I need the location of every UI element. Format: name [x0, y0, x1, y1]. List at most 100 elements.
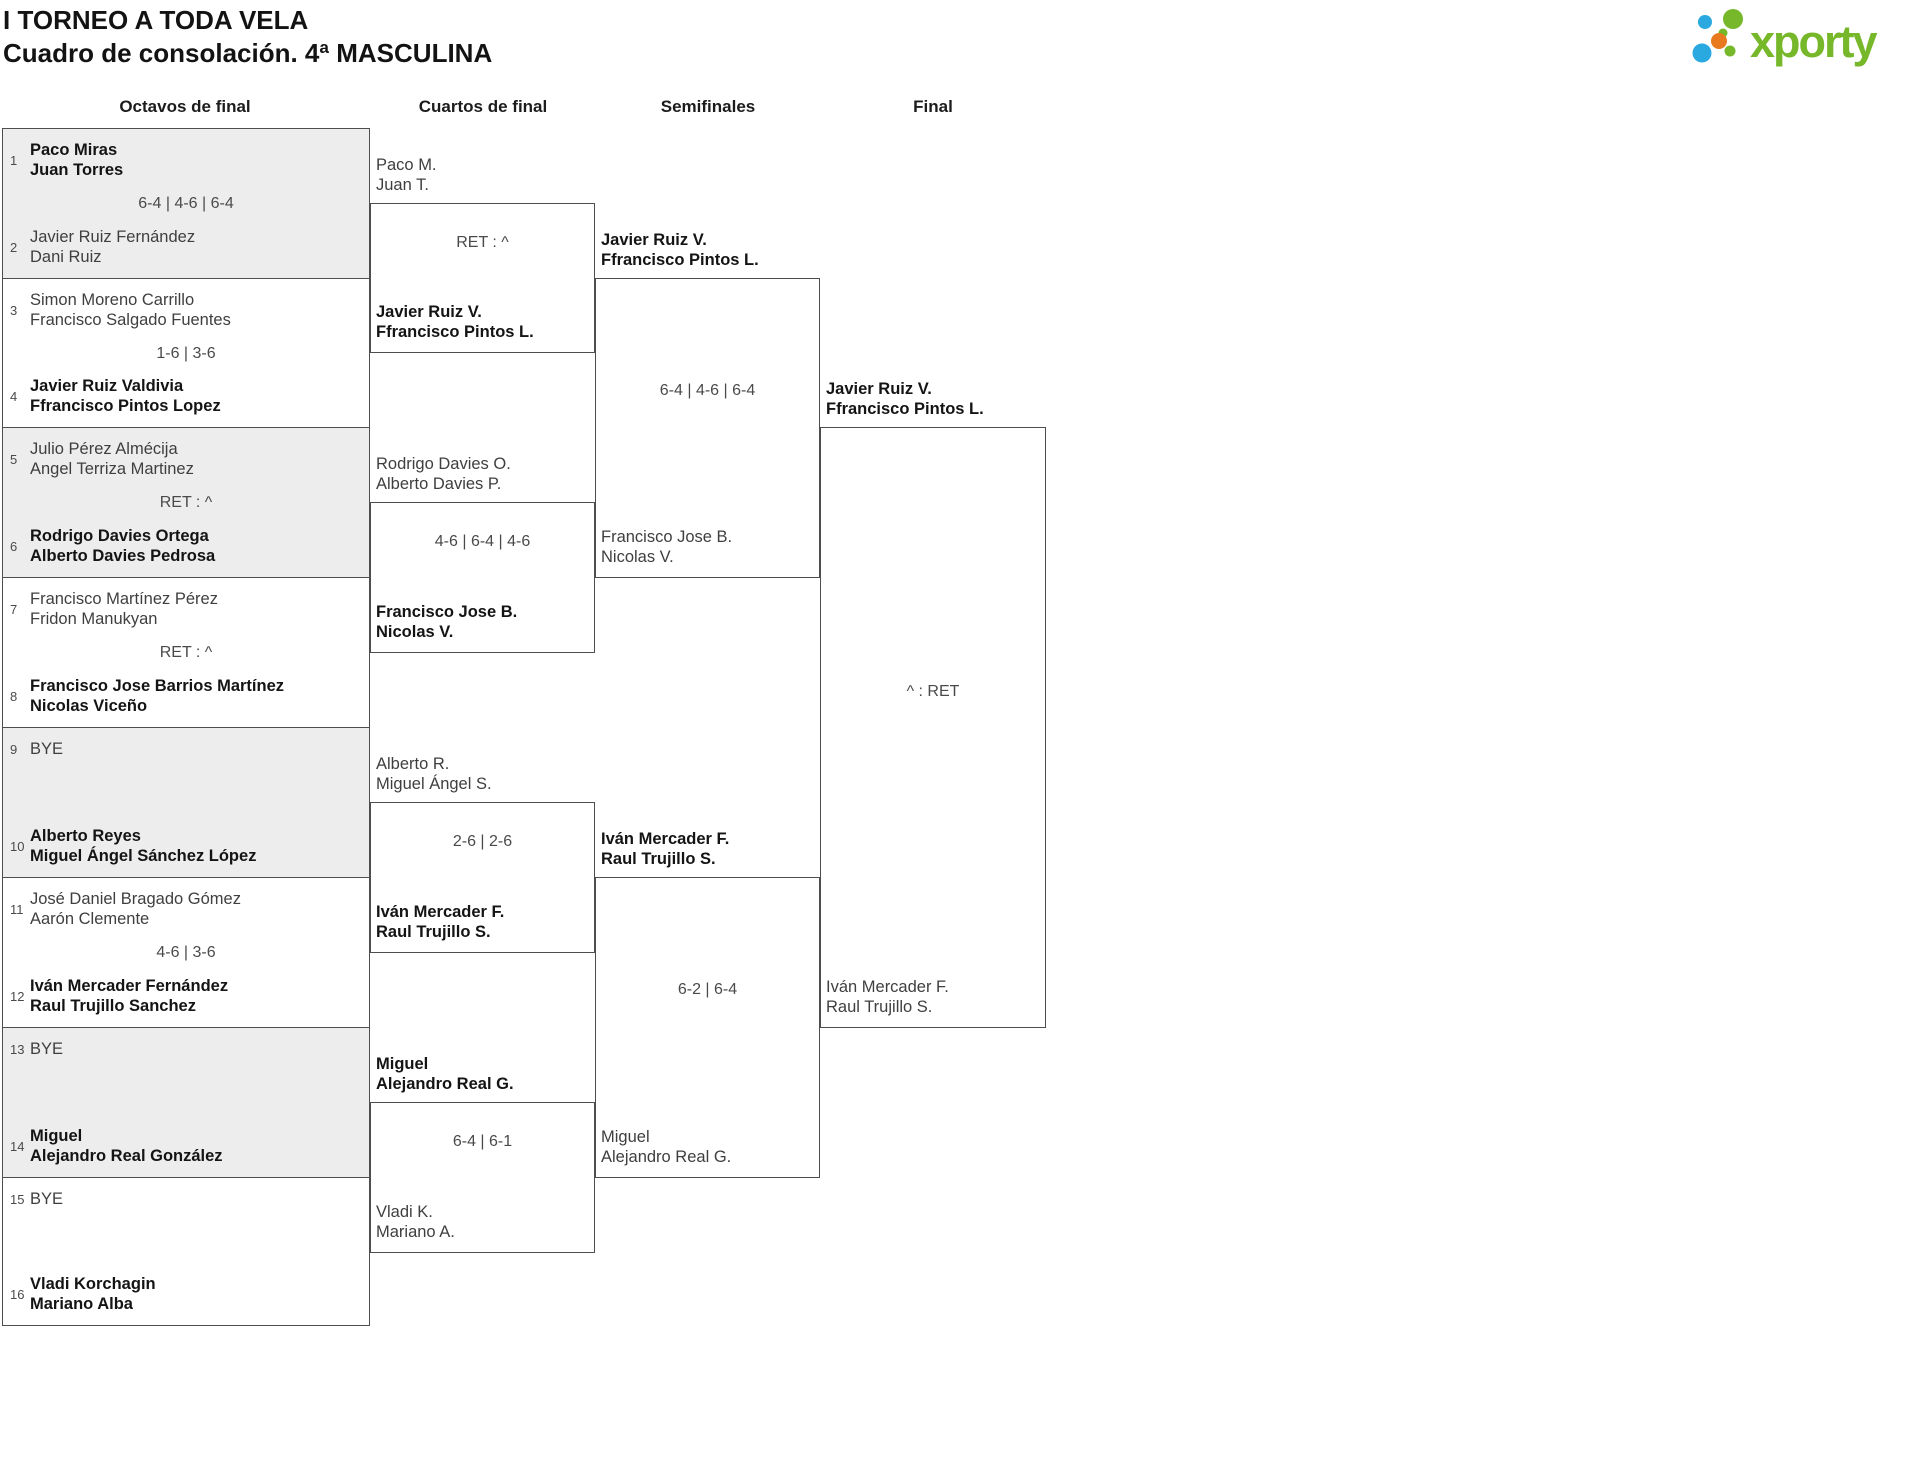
team-names: Iván Mercader F. Raul Trujillo S. [826, 977, 949, 1017]
team-name: Iván Mercader F. [826, 978, 949, 996]
team-name: Vladi K. [376, 1203, 433, 1221]
seed-number: 5 [10, 451, 18, 467]
team-name: Raul Trujillo S. [826, 998, 933, 1016]
team-names: Alberto R.Miguel Ángel S. [376, 754, 492, 794]
logo-wordmark: xporty [1750, 16, 1878, 67]
team-name: Alberto R. [376, 755, 450, 773]
team-entry-top: Javier Ruiz V.Ffrancisco Pintos L. [826, 379, 984, 419]
match-cuartos-3 [370, 802, 595, 953]
logo-dot [1692, 43, 1712, 63]
team-name: Ffrancisco Pintos L. [826, 400, 984, 418]
team-entry-top: Javier Ruiz V.Ffrancisco Pintos L. [601, 230, 759, 270]
team-name: BYE [30, 1040, 64, 1058]
match-score: RET : ^ [159, 644, 213, 661]
logo-dot [1711, 33, 1727, 49]
team-names: Paco M. Juan T. [376, 155, 437, 195]
team-name: Julio Pérez Almécija [30, 440, 178, 458]
seed-number: 3 [10, 302, 18, 318]
match-semifinales-2 [595, 877, 820, 1178]
match-score: RET : ^ [159, 494, 213, 511]
team-names: Francisco Jose B.Nicolas V. [376, 602, 517, 642]
team-name: Javier Ruiz Fernández [30, 228, 196, 246]
seed-number: 12 [10, 988, 25, 1004]
seed-number: 7 [10, 601, 18, 617]
match-score: 6-4 | 4-6 | 6-4 [138, 195, 234, 212]
seed-number: 16 [10, 1286, 25, 1302]
team-name: Francisco Jose Barrios Martínez [30, 677, 285, 695]
team-name: Juan T. [376, 176, 429, 194]
round-header-0: Octavos de final [119, 97, 251, 116]
team-name: Nicolas V. [601, 548, 674, 566]
seed-number: 10 [10, 838, 25, 854]
match-score: 1-6 | 3-6 [156, 345, 216, 362]
team-names: Iván Mercader F.Raul Trujillo S. [601, 829, 729, 869]
team-name: Paco M. [376, 156, 437, 174]
team-name: Juan Torres [30, 161, 124, 179]
team-entry-bottom: Vladi K.Mariano A. [376, 1202, 455, 1242]
team-entry-bottom: Javier Ruiz V.Ffrancisco Pintos L. [376, 302, 534, 342]
team-name: Alejandro Real González [30, 1147, 223, 1165]
team-name: Fridon Manukyan [30, 610, 158, 628]
team-name: Rodrigo Davies O. [376, 455, 511, 473]
seed-number: 13 [10, 1041, 25, 1057]
seed-number: 15 [10, 1191, 25, 1207]
match-score: 6-4 | 4-6 | 6-4 [659, 382, 756, 399]
seed-number: 11 [10, 901, 24, 917]
team-name: Ffrancisco Pintos Lopez [30, 397, 221, 415]
team-names: Vladi K.Mariano A. [376, 1202, 455, 1242]
team-entry-bottom: Francisco Jose B.Nicolas V. [601, 527, 732, 567]
seed-number: 9 [10, 741, 18, 757]
round-header-2: Semifinales [660, 97, 756, 116]
team-entry-bottom: Iván Mercader F.Raul Trujillo S. [376, 902, 504, 942]
match-score: 6-2 | 6-4 [677, 981, 738, 998]
seed-number: 1 [10, 152, 18, 168]
team-entry-bottom: Francisco Jose B.Nicolas V. [376, 602, 517, 642]
seed-number: 2 [10, 239, 18, 255]
team-name: Rodrigo Davies Ortega [30, 527, 209, 545]
round-header-1: Cuartos de final [418, 97, 548, 116]
draw-subtitle: Cuadro de consolación. 4ª MASCULINA [3, 38, 493, 68]
team-entry-top: Iván Mercader F.Raul Trujillo S. [601, 829, 729, 869]
page-title: I TORNEO A TODA VELA Cuadro de consolaci… [3, 4, 492, 70]
team-names: BYE [30, 739, 63, 759]
team-name: Raul Trujillo S. [376, 923, 491, 941]
team-name: Raul Trujillo S. [601, 850, 716, 868]
team-name: Angel Terriza Martinez [30, 460, 194, 478]
match-score: 4-6 | 3-6 [156, 944, 216, 961]
team-name: Dani Ruiz [30, 248, 102, 266]
team-name: Alberto Davies Pedrosa [30, 547, 216, 565]
round-header-3: Final [913, 97, 953, 116]
team-name: Alejandro Real G. [601, 1148, 732, 1166]
match-final-1 [820, 427, 1046, 1028]
team-entry-top: Alberto R.Miguel Ángel S. [376, 754, 492, 794]
tournament-name: I TORNEO A TODA VELA [3, 5, 309, 35]
team-names: Rodrigo Davies O.Alberto Davies P. [376, 454, 511, 494]
team-name: Javier Ruiz V. [601, 231, 707, 249]
team-entry-bottom: Iván Mercader F. Raul Trujillo S. [826, 977, 949, 1017]
